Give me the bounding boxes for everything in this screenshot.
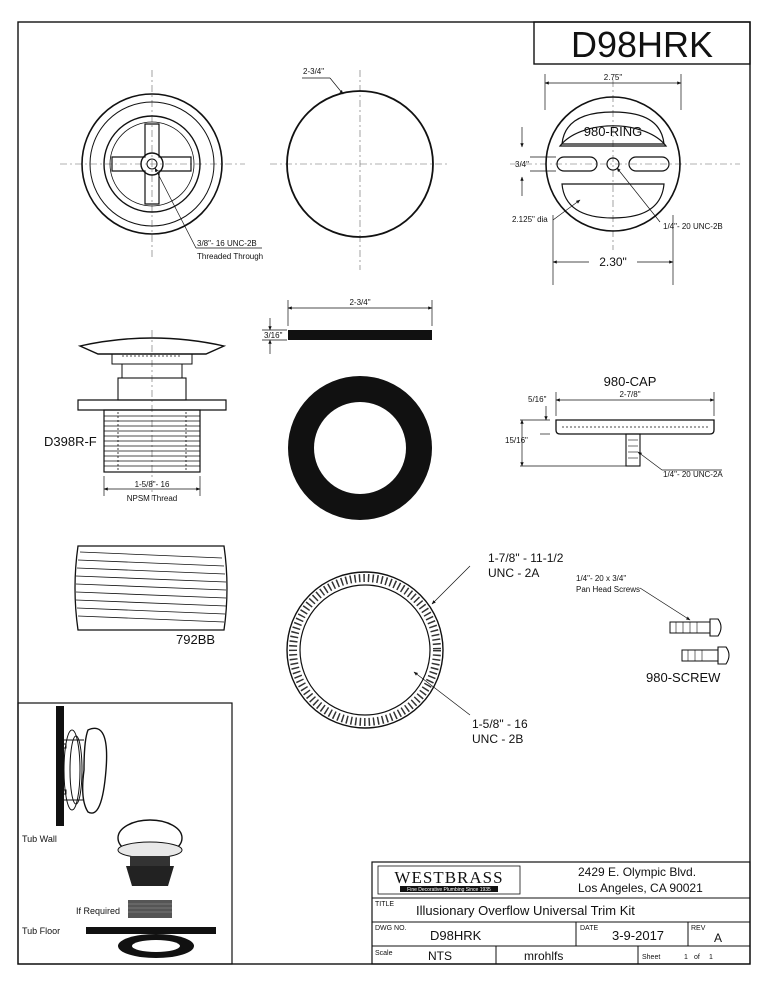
drain-side-view: D398R-F 1-5/8"- 16 NPSM Thread [44,330,227,503]
scale-value: NTS [428,949,452,963]
if-required-label: If Required [76,906,120,916]
outer-thread-type: UNC - 2A [488,566,539,580]
drawn-by: mrohlfs [524,949,563,963]
drain-top-view: 3/8"- 16 UNC-2B Threaded Through [60,70,263,261]
cap-height-label: 15/16" [505,436,528,445]
address-line-1: 2429 E. Olympic Blvd. [578,865,696,879]
ring-slot-label: 3/4" [515,160,529,169]
ring-bolt-circle-label: 2.125" dia [512,215,548,224]
inner-thread-type: UNC - 2B [472,732,523,746]
sheet-label: Sheet [642,954,660,961]
screw-name-label: 980-SCREW [646,670,721,685]
screw-view: 1/4"- 20 x 3/4" Pan Head Screws 980-SCRE… [576,574,730,685]
cap-diameter-label: 2-3/4" [303,67,324,76]
screw-spec-type: Pan Head Screws [576,585,640,594]
ring-thread-label: 1/4"- 20 UNC-2B [663,222,723,231]
bushing-top-view: 1-7/8" - 11-1/2 UNC - 2A 1-5/8" - 16 UNC… [286,551,564,746]
drain-thread-size-label: 1-5/8"- 16 [135,480,170,489]
title-block: WESTBRASS Fine Decorative Plumbing Since… [371,861,751,965]
gasket-width-label: 2-3/4" [349,298,370,307]
screw-spec-label: 1/4"- 20 x 3/4" [576,574,626,583]
cap-width-label: 2-7/8" [619,390,640,399]
rev-label: REV [691,925,706,932]
scale-label: Scale [375,950,393,957]
drain-thread-note: Threaded Through [197,252,263,261]
company-logo: WESTBRASS [394,868,503,887]
dwg-no-label: DWG NO. [375,925,407,932]
dwg-no: D98HRK [430,928,482,943]
inner-thread-label: 1-5/8" - 16 [472,717,528,731]
ring-width-label: 2.75" [604,73,623,82]
gasket-top-view [288,376,432,520]
sheet-of: of [694,954,700,961]
part-number: D98HRK [571,24,713,65]
company-tagline: Fine Decorative Plumbing Since 1935 [407,887,491,893]
gasket-thickness-label: 3/16" [264,331,283,340]
ring-inner-label: 2.30" [599,255,627,269]
drain-thread-label: 3/8"- 16 UNC-2B [197,239,257,248]
cap-thread-label: 1/4"- 20 UNC-2A [663,470,723,479]
bushing-name-label: 792BB [176,632,215,647]
gasket-side-view: 2-3/4" 3/16" [262,298,433,354]
drain-name-label: D398R-F [44,434,97,449]
drain-thread-lines [104,415,200,467]
part-number-box: D98HRK [533,21,751,65]
cap-name-label: 980-CAP [604,374,657,389]
outer-thread-label: 1-7/8" - 11-1/2 [488,551,564,565]
tub-floor-label: Tub Floor [22,926,60,936]
tub-wall-label: Tub Wall [22,834,57,844]
sheet-total: 1 [709,954,713,961]
revision: A [714,931,722,945]
bushing-side-view: 792BB [74,545,228,647]
drawing-date: 3-9-2017 [612,928,664,943]
cap-top-view: 2-3/4" [270,67,450,270]
address-line-2: Los Angeles, CA 90021 [578,881,703,895]
sheet-number: 1 [684,954,688,961]
cap-side-view: 980-CAP 2-7/8" 5/16" 15/16" 1/4"- 20 UNC… [505,374,723,479]
ring-top-view: 2.75" 980-RING 3/4" 2.125" dia 1/4"- 20 … [510,73,740,285]
ring-name-label: 980-RING [584,124,643,139]
cap-top-label: 5/16" [528,395,547,404]
drawing-title: Illusionary Overflow Universal Trim Kit [416,903,635,918]
assembly-inset: Tub Wall If Required Tub Floor [17,702,233,965]
date-label: DATE [580,925,598,932]
title-field-label: TITLE [375,901,394,908]
drain-thread-type-label: NPSM Thread [127,494,178,503]
